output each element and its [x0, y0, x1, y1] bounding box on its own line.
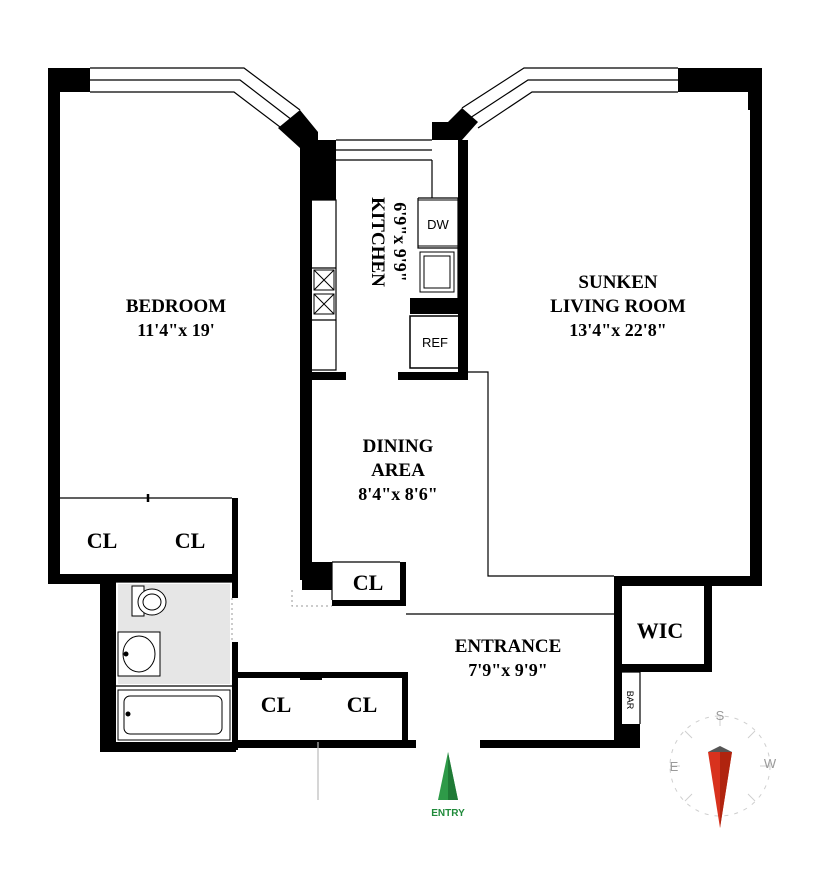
bedroom-bottom-wall-right — [110, 574, 238, 582]
bedroom-corner-nw — [48, 68, 90, 108]
hall-closet-top-left — [236, 672, 300, 678]
bedroom-closet-right-wall — [232, 498, 238, 582]
dining-closet: CL — [353, 570, 384, 595]
dining-closet-right — [400, 562, 406, 606]
bedroom-size: 11'4"x 19' — [137, 320, 215, 340]
hall-closet-right — [402, 672, 408, 744]
kitchen-bottom-wall-left — [306, 372, 346, 380]
bedroom-bottom-wall-left — [48, 574, 110, 584]
entrance-name: ENTRANCE — [455, 636, 562, 657]
living-corner-ne — [678, 68, 762, 110]
kitchen-divider-wall — [410, 298, 468, 314]
bath-sink-icon — [117, 631, 161, 677]
dining-closet-bottom — [332, 600, 406, 606]
bedroom-closet-right: CL — [175, 528, 206, 553]
kitchen-sink-icon — [419, 251, 455, 293]
refrigerator-box — [409, 315, 461, 369]
walk-in-closet: WIC — [637, 618, 683, 643]
bedroom-left-wall — [48, 68, 60, 584]
dining-name-line2: AREA — [371, 460, 425, 481]
closet-labels: CL CL CL CL CL WIC — [87, 528, 684, 717]
dining-closet-pier — [302, 562, 332, 590]
compass: S E W — [669, 708, 777, 828]
dotted-openings — [231, 590, 332, 642]
stove-icon — [313, 269, 346, 315]
fixtures: DW REF BAR — [117, 199, 635, 741]
thin-lines — [60, 67, 678, 800]
room-labels: BEDROOM 11'4"x 19' KITCHEN 6'9"x 9'9" SU… — [126, 197, 686, 680]
bathtub-icon — [117, 689, 231, 741]
walls — [48, 68, 762, 752]
kitchen-left-wall — [300, 140, 312, 580]
bedroom-closet-left: CL — [87, 528, 118, 553]
hall-closet-top-right — [322, 672, 406, 678]
bath-bottom-wall — [100, 742, 236, 752]
entrance-bottom-wall-left — [236, 740, 416, 748]
kitchen-size: 6'9"x 9'9" — [390, 202, 410, 282]
kitchen-top-right-pier — [432, 108, 478, 140]
kitchen-bottom-wall-right — [398, 372, 468, 380]
wic-bottom-wall — [614, 664, 712, 672]
dining-size: 8'4"x 8'6" — [358, 484, 438, 504]
kitchen-name: KITCHEN — [367, 197, 388, 287]
toilet-icon — [131, 585, 167, 617]
dishwasher-box — [417, 199, 459, 247]
living-name-line1: SUNKEN — [578, 272, 657, 293]
entrance-bottom-wall-right — [480, 740, 640, 748]
bath-right-wall-lower — [232, 642, 238, 750]
wic-left-wall — [614, 576, 622, 746]
bar-label: BAR — [625, 691, 635, 710]
entry-marker: ENTRY — [431, 752, 465, 819]
entrance-size: 7'9"x 9'9" — [468, 660, 548, 680]
hall-closet-left: CL — [261, 692, 292, 717]
compass-south: S — [716, 708, 725, 723]
living-size: 13'4"x 22'8" — [569, 320, 667, 340]
bath-right-wall — [232, 582, 238, 598]
wic-right-wall — [704, 576, 712, 670]
dishwasher-label: DW — [427, 217, 449, 232]
hall-closet-top-mid — [300, 672, 322, 680]
compass-east: E — [670, 759, 679, 774]
hall-closet-right: CL — [347, 692, 378, 717]
entry-label: ENTRY — [431, 808, 465, 819]
refrigerator-label: REF — [422, 335, 448, 350]
kitchen-right-wall — [458, 140, 468, 380]
bath-left-wall — [100, 582, 116, 752]
compass-west: W — [764, 756, 777, 771]
living-bottom-wall — [614, 576, 762, 586]
dining-name-line1: DINING — [363, 436, 434, 457]
living-right-wall — [750, 92, 762, 586]
kitchen-left-pier — [312, 140, 336, 200]
bedroom-name: BEDROOM — [126, 296, 226, 317]
living-name-line2: LIVING ROOM — [550, 296, 686, 317]
